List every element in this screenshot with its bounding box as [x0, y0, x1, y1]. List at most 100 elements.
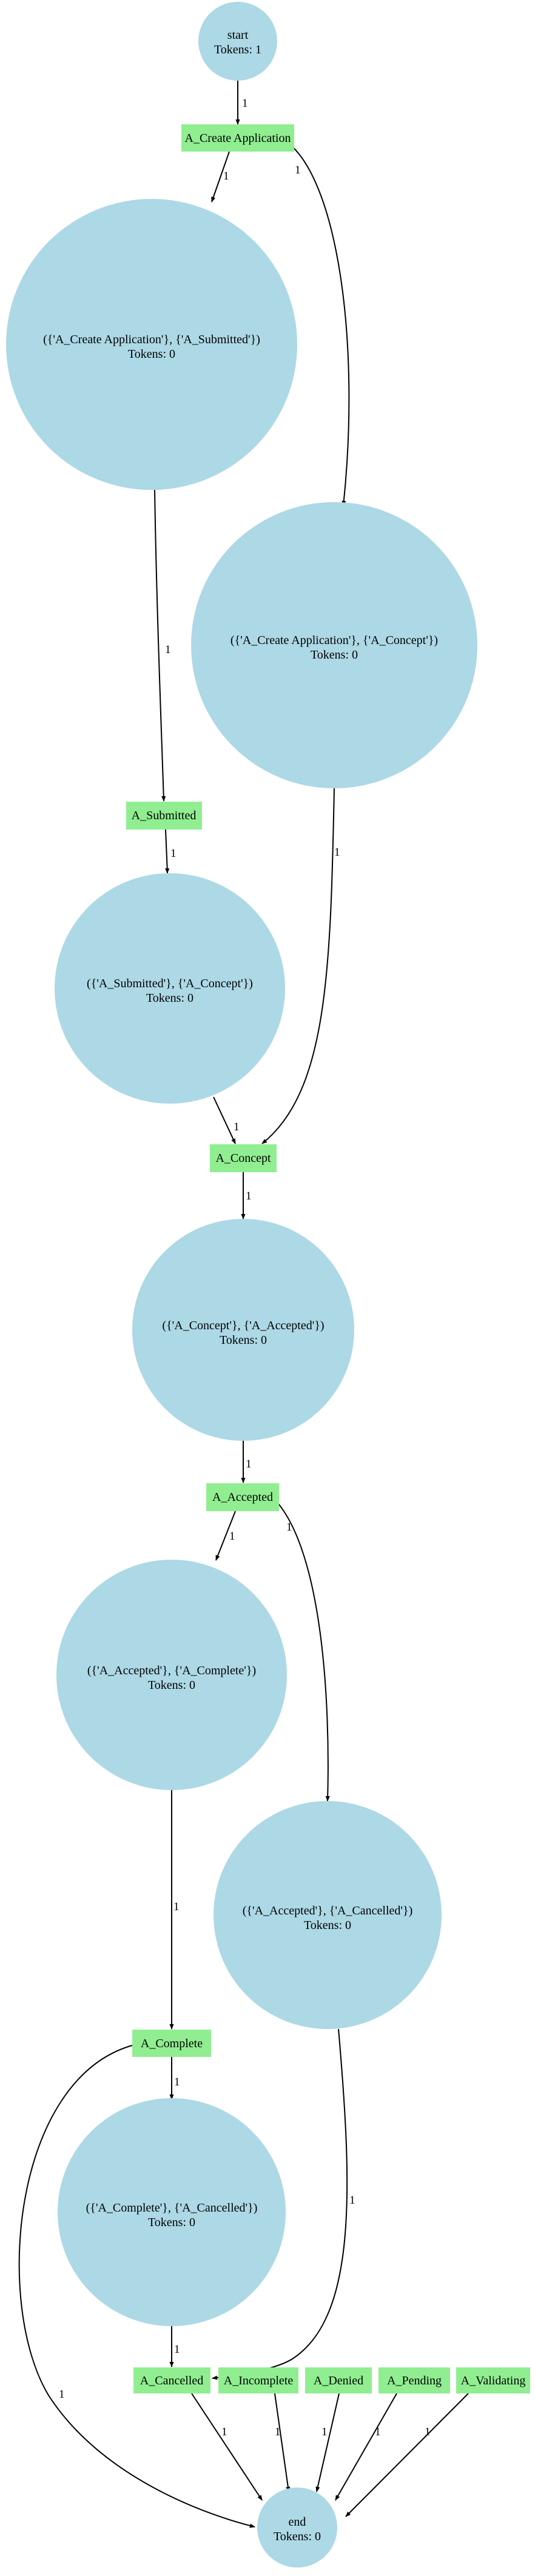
arc-complete-to-p7: 1 [169, 2057, 180, 2100]
arc-weight-label: 1 [349, 2194, 355, 2207]
place-circle [198, 2, 277, 81]
arc-p4-to-accepted: 1 [241, 1441, 252, 1483]
arc-validating-to-end: 1 [345, 2393, 469, 2517]
arc-create-to-p2: 1 [284, 140, 350, 506]
transition-label: A_Validating [461, 2374, 526, 2387]
arc-complete-to-end: 1 [18, 2045, 255, 2528]
arc-p3-to-concept: 1 [213, 1096, 240, 1144]
transition-label: A_Submitted [132, 809, 197, 822]
place-circle [132, 1219, 354, 1441]
arc-weight-label: 1 [165, 643, 171, 656]
place-label: ({'A_Create Application'}, {'A_Concept'}… [230, 634, 438, 647]
place-accepted-complete[interactable]: ({'A_Accepted'}, {'A_Complete'}) Tokens:… [56, 1560, 287, 1790]
arc-incomplete-to-end: 1 [274, 2393, 291, 2492]
transition-box [456, 2367, 530, 2393]
transition-label: A_Pending [387, 2374, 442, 2387]
arc-weight-label: 1 [234, 1121, 240, 1133]
place-submitted-concept[interactable]: ({'A_Submitted'}, {'A_Concept'}) Tokens:… [55, 873, 285, 1104]
arc-weight-label: 1 [242, 97, 248, 110]
arc-accepted-to-p6: 1 [275, 1500, 330, 1802]
place-label: ({'A_Submitted'}, {'A_Concept'}) [87, 977, 253, 990]
place-end[interactable]: end Tokens: 0 [257, 2487, 337, 2568]
place-circle [56, 1560, 287, 1790]
place-start[interactable]: start Tokens: 1 [198, 2, 277, 81]
arc-weight-label: 1 [221, 2426, 227, 2438]
place-label: ({'A_Concept'}, {'A_Accepted'}) [162, 1319, 324, 1332]
arc-p2-to-concept: 1 [261, 788, 340, 1144]
transition-label: A_Incomplete [224, 2374, 294, 2387]
transition-box [126, 802, 202, 830]
transition-validating[interactable]: A_Validating [456, 2367, 530, 2393]
place-label: end [289, 2515, 306, 2529]
arc-weight-label: 1 [59, 2388, 65, 2401]
place-tokens: Tokens: 0 [311, 648, 358, 662]
arc-p5-to-complete: 1 [169, 1790, 180, 2030]
arc-start-to-create: 1 [235, 81, 248, 125]
place-tokens: Tokens: 0 [220, 1333, 267, 1347]
place-accepted-cancelled[interactable]: ({'A_Accepted'}, {'A_Cancelled'}) Tokens… [214, 1801, 442, 2029]
arc-weight-label: 1 [321, 2426, 328, 2438]
arc-weight-label: 1 [173, 1900, 180, 1913]
transition-create-application[interactable]: A_Create Application [181, 124, 294, 152]
arc-weight-label: 1 [170, 847, 177, 860]
arc-weight-label: 1 [286, 1521, 292, 1534]
place-complete-cancelled[interactable]: ({'A_Complete'}, {'A_Cancelled'}) Tokens… [58, 2098, 286, 2326]
place-circle [214, 1801, 442, 2029]
transition-concept[interactable]: A_Concept [210, 1144, 277, 1172]
place-tokens: Tokens: 0 [304, 1919, 351, 1932]
place-label: ({'A_Accepted'}, {'A_Cancelled'}) [243, 1904, 413, 1917]
transition-accepted[interactable]: A_Accepted [206, 1483, 279, 1511]
transition-label: A_Concept [215, 1152, 271, 1165]
arc-weight-label: 1 [375, 2426, 381, 2438]
transition-denied[interactable]: A_Denied [305, 2367, 372, 2393]
arc-weight-label: 1 [246, 1458, 252, 1471]
place-label: ({'A_Create Application'}, {'A_Submitted… [43, 333, 260, 346]
transition-box [181, 124, 294, 152]
place-circle [257, 2487, 337, 2568]
transition-box [210, 1144, 277, 1172]
transition-pending[interactable]: A_Pending [379, 2367, 450, 2393]
arc-submitted-to-p3: 1 [165, 829, 177, 874]
place-label: ({'A_Complete'}, {'A_Cancelled'}) [86, 2201, 258, 2215]
place-label: ({'A_Accepted'}, {'A_Complete'}) [87, 1664, 256, 1677]
place-circle [55, 873, 285, 1104]
arc-weight-label: 1 [223, 170, 229, 183]
arc-p7-to-cancelled: 1 [169, 2326, 180, 2367]
place-create-submitted[interactable]: ({'A_Create Application'}, {'A_Submitted… [6, 199, 297, 490]
place-tokens: Tokens: 1 [214, 43, 261, 56]
place-circle [58, 2098, 286, 2326]
arc-create-to-p1: 1 [211, 151, 230, 203]
transition-box [206, 1483, 279, 1511]
transition-label: A_Accepted [212, 1491, 273, 1504]
place-circle [6, 199, 297, 490]
transition-complete[interactable]: A_Complete [132, 2030, 211, 2057]
place-tokens: Tokens: 0 [274, 2530, 321, 2543]
transitions: A_Create Application A_Submitted A_Conce… [126, 124, 530, 2393]
arc-cancelled-to-end: 1 [191, 2393, 263, 2501]
places: start Tokens: 1 ({'A_Create Application'… [6, 2, 477, 2568]
arc-denied-to-end: 1 [315, 2393, 340, 2492]
transition-label: A_Create Application [185, 132, 291, 145]
place-tokens: Tokens: 0 [128, 347, 175, 361]
transition-cancelled[interactable]: A_Cancelled [133, 2367, 210, 2393]
transition-box [133, 2367, 210, 2393]
arc-weight-label: 1 [174, 2343, 180, 2356]
arc-weight-label: 1 [334, 846, 340, 859]
place-create-concept[interactable]: ({'A_Create Application'}, {'A_Concept'}… [191, 502, 477, 788]
arc-weight-label: 1 [425, 2426, 431, 2438]
arc-weight-label: 1 [295, 164, 301, 176]
place-label: start [227, 29, 249, 42]
transition-incomplete[interactable]: A_Incomplete [218, 2367, 298, 2393]
place-tokens: Tokens: 0 [148, 2216, 195, 2229]
arc-p1-to-submitted: 1 [154, 489, 171, 802]
arc-weight-label: 1 [174, 2076, 180, 2088]
arcs: 1 1 1 1 1 1 1 1 [18, 81, 469, 2528]
place-tokens: Tokens: 0 [148, 1679, 195, 1692]
transition-box [132, 2030, 211, 2057]
place-concept-accepted[interactable]: ({'A_Concept'}, {'A_Accepted'}) Tokens: … [132, 1219, 354, 1441]
arc-concept-to-p4: 1 [241, 1172, 252, 1219]
arc-pending-to-end: 1 [335, 2393, 397, 2501]
transition-submitted[interactable]: A_Submitted [126, 802, 202, 830]
